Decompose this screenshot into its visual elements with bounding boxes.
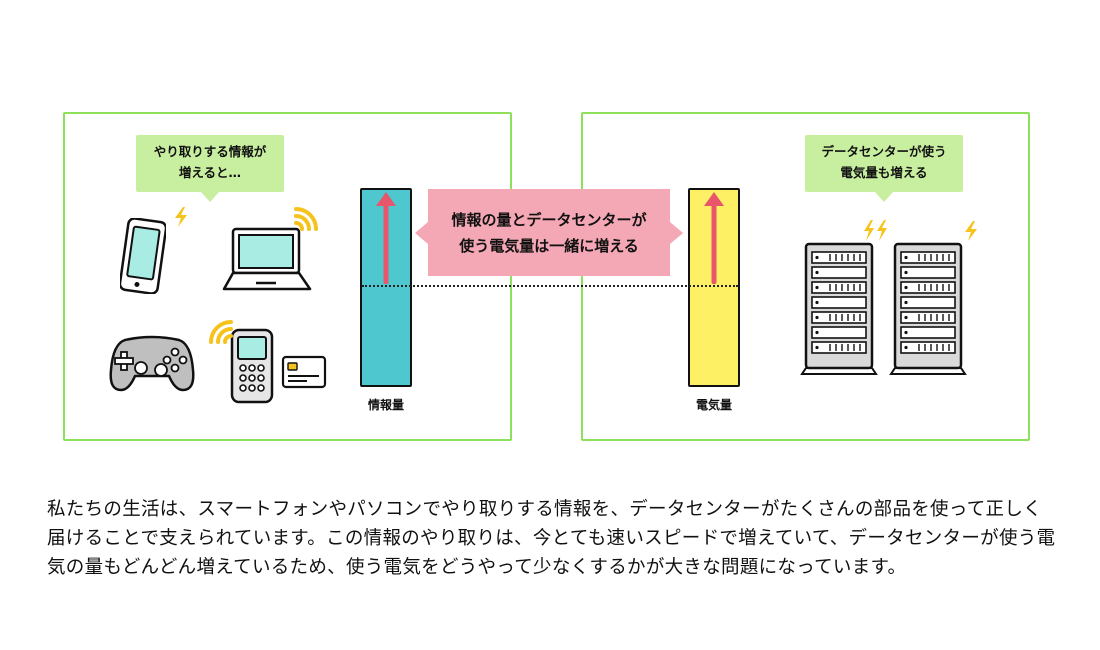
lightning-icon — [175, 207, 187, 227]
datacenter-speech-bubble: データセンターが使う 電気量も増える — [805, 135, 963, 202]
center-callout: 情報の量とデータセンターが 使う電気量は一緒に増える — [415, 189, 683, 276]
devices-speech-bubble: やり取りする情報が 増えると… — [136, 135, 284, 202]
laptop-icon — [222, 227, 312, 291]
server-rack-icon — [889, 242, 967, 375]
wifi-signal-icon — [294, 207, 318, 231]
feature-phone-icon — [230, 328, 274, 404]
power-volume-label: 電気量 — [695, 398, 732, 412]
devices-bubble-line2: 増えると… — [178, 165, 242, 180]
power-volume-bar — [688, 188, 740, 387]
game-controller-icon — [109, 335, 195, 392]
ic-card-icon — [281, 355, 327, 389]
power-up-arrow-icon — [704, 192, 724, 284]
wifi-signal-icon — [209, 320, 233, 344]
smartphone-icon — [120, 218, 166, 294]
level-dotted-line — [362, 285, 738, 287]
info-volume-label: 情報量 — [367, 398, 404, 412]
center-callout-line1: 情報の量とデータセンターが — [451, 211, 647, 229]
datacenter-bubble-line1: データセンターが使う — [821, 144, 947, 159]
info-up-arrow-icon — [376, 192, 396, 284]
server-rack-icon — [800, 242, 878, 375]
devices-bubble-line1: やり取りする情報が — [153, 144, 267, 159]
lightning-icon — [965, 221, 977, 241]
center-callout-line2: 使う電気量は一緒に増える — [459, 237, 639, 255]
datacenter-bubble-line2: 電気量も増える — [840, 165, 928, 180]
lightning-icon — [864, 220, 887, 241]
description-paragraph: 私たちの生活は、スマートフォンやパソコンでやり取りする情報を、データセンターがた… — [47, 499, 1056, 578]
